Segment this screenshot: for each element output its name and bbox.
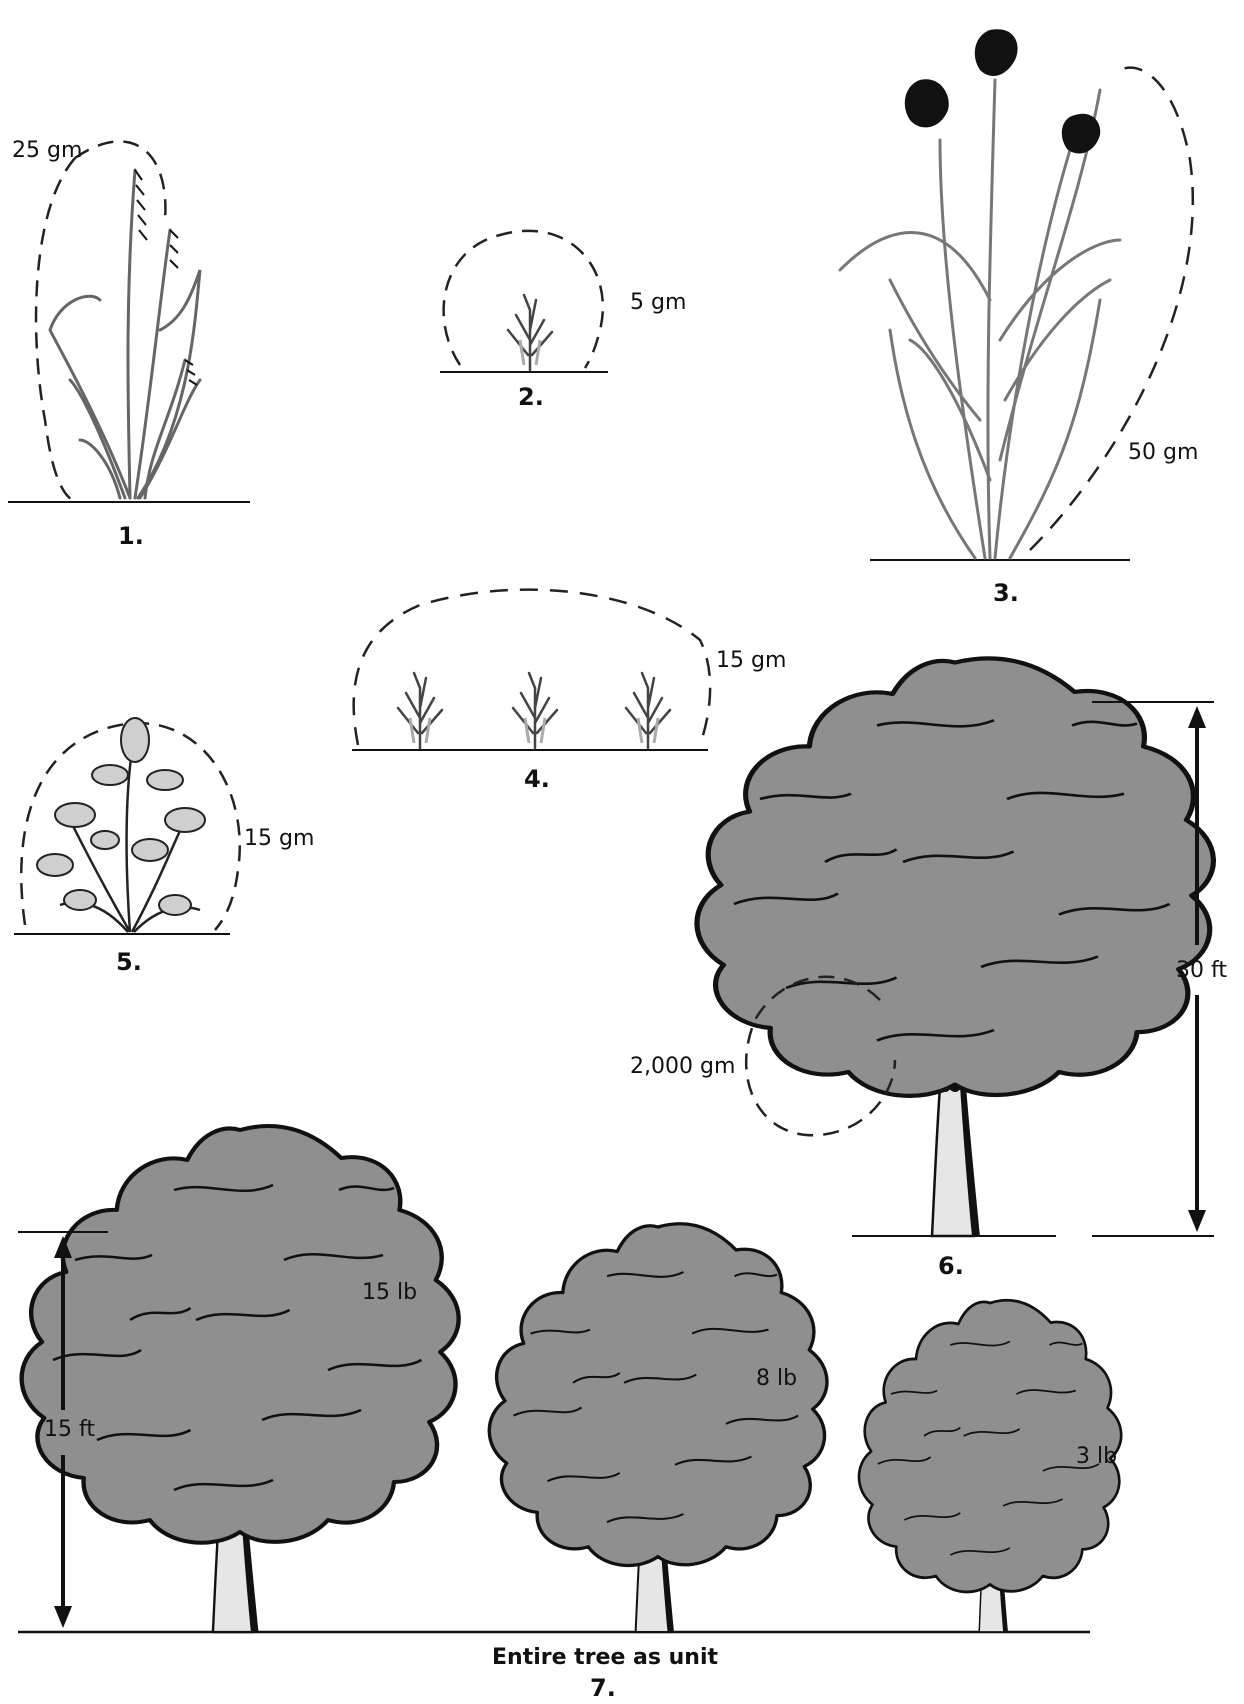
plant-2-number: 2. (518, 383, 544, 411)
tree-6-large (697, 658, 1214, 1236)
plant-1-grass (8, 141, 250, 502)
plant-2-sprout (440, 231, 608, 372)
tree-7-large-weight-label: 15 lb (362, 1280, 417, 1305)
plant-3-number: 3. (993, 579, 1019, 607)
tree-7-small-weight-label: 3 lb (1076, 1444, 1117, 1469)
plant-1-number: 1. (118, 522, 144, 550)
tree-7-medium-weight-label: 8 lb (756, 1366, 797, 1391)
tree-7-height-label: 15 ft (44, 1417, 95, 1442)
plant-4-weight-label: 15 gm (716, 648, 786, 673)
tree-7-number: 7. (590, 1674, 616, 1702)
plant-1-weight-label: 25 gm (12, 138, 82, 163)
tree-6-weight-label: 2,000 gm (630, 1054, 735, 1079)
plant-4-seedlings (352, 590, 710, 750)
plant-4-number: 4. (524, 765, 550, 793)
plant-3-weight-label: 50 gm (1128, 440, 1198, 465)
plant-5-weight-label: 15 gm (244, 826, 314, 851)
plant-5-shrub (14, 718, 240, 934)
tree-6-number: 6. (938, 1252, 964, 1280)
plant-2-weight-label: 5 gm (630, 290, 686, 315)
plant-5-number: 5. (116, 948, 142, 976)
tree-6-height-label: 30 ft (1176, 958, 1227, 983)
tree-7-caption: Entire tree as unit (492, 1645, 718, 1670)
plant-3-reed (840, 29, 1193, 560)
